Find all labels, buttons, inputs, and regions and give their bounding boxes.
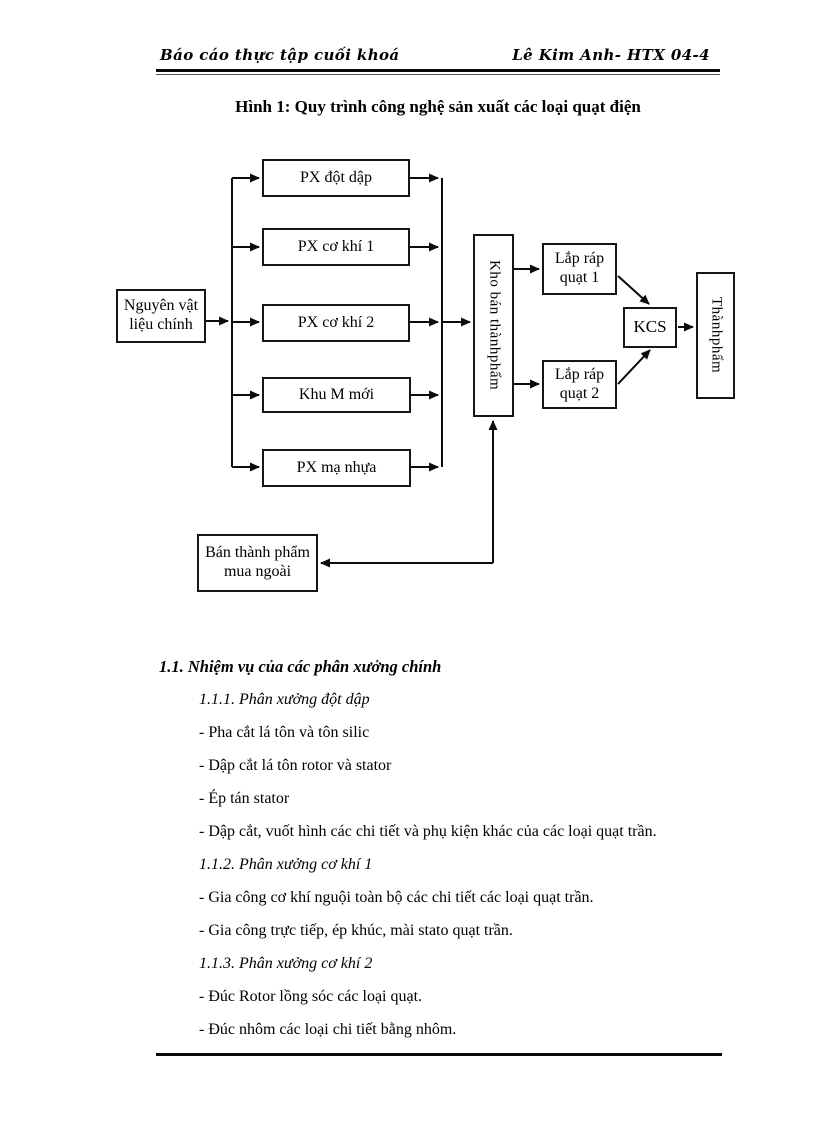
section-heading-1-1: 1.1. Nhiệm vụ của các phân xưởng chính (159, 657, 442, 676)
box-lap-rap-quat-2: Lắp ráp quạt 2 (542, 360, 617, 409)
box-label: Lắp ráp quạt 1 (554, 250, 605, 286)
box-label: Bán thành phẩm mua ngoài (205, 544, 310, 580)
header-right-text: Lê Kim Anh- HTX 04-4 (512, 46, 710, 64)
bullet-line: - Dập cắt, vuốt hình các chi tiết và phụ… (199, 823, 657, 840)
header-rule-thick (156, 69, 720, 72)
bullet-line: - Gia công trực tiếp, ép khúc, mài stato… (199, 922, 513, 939)
box-kho-ban-thanh-pham: Kho bán thànhphẩm (473, 234, 514, 417)
box-label: PX đột dập (300, 168, 372, 186)
box-label: PX cơ khí 2 (297, 313, 375, 331)
box-label: PX mạ nhựa (296, 458, 377, 476)
box-label: PX cơ khí 1 (297, 237, 375, 255)
box-label-vertical: Kho bán thànhphẩm (486, 260, 503, 391)
bullet-line: - Đúc nhôm các loại chi tiết bằng nhôm. (199, 1021, 457, 1038)
box-khu-m-moi: Khu M mới (262, 377, 411, 413)
header-rule-thin (156, 74, 720, 75)
subsection-heading-1-1-3: 1.1.3. Phân xưởng cơ khí 2 (199, 955, 373, 972)
box-nguyen-vat-lieu-chinh: Nguyên vật liệu chính (116, 289, 206, 343)
box-label: KCS (633, 317, 667, 337)
box-ban-thanh-pham-mua-ngoai: Bán thành phẩm mua ngoài (197, 534, 318, 592)
figure-title: Hình 1: Quy trình công nghệ sản xuất các… (235, 97, 641, 116)
box-px-co-khi-1: PX cơ khí 1 (262, 228, 410, 266)
header-left-text: Báo cáo thực tập cuối khoá (160, 46, 400, 64)
box-px-co-khi-2: PX cơ khí 2 (262, 304, 410, 342)
box-lap-rap-quat-1: Lắp ráp quạt 1 (542, 243, 617, 295)
box-label: Lắp ráp quạt 2 (554, 365, 605, 402)
subsection-heading-1-1-1: 1.1.1. Phân xưởng đột dập (199, 691, 370, 708)
box-thanh-pham: Thànhphẩm (696, 272, 735, 399)
box-px-dot-dap: PX đột dập (262, 159, 410, 197)
bullet-line: - Ép tán stator (199, 790, 290, 807)
box-px-ma-nhua: PX mạ nhựa (262, 449, 411, 487)
box-label: Nguyên vật liệu chính (123, 297, 199, 333)
subsection-heading-1-1-2: 1.1.2. Phân xưởng cơ khí 1 (199, 856, 373, 873)
bullet-line: - Đúc Rotor lồng sóc các loại quạt. (199, 988, 423, 1005)
footer-rule (156, 1053, 722, 1056)
box-label-vertical: Thànhphẩm (708, 297, 725, 374)
box-label: Khu M mới (298, 385, 375, 403)
bullet-line: - Pha cắt lá tôn và tôn silic (199, 724, 370, 741)
bullet-line: - Dập cắt lá tôn rotor và stator (199, 757, 392, 774)
arrow-lap2-to-kcs (617, 349, 651, 385)
box-kcs: KCS (623, 307, 677, 348)
body-text: 1.1. Nhiệm vụ của các phân xưởng chính 1… (156, 650, 736, 1046)
arrow-lap1-to-kcs (617, 275, 650, 305)
bullet-line: - Gia công cơ khí nguội toàn bộ các chi … (199, 889, 594, 906)
